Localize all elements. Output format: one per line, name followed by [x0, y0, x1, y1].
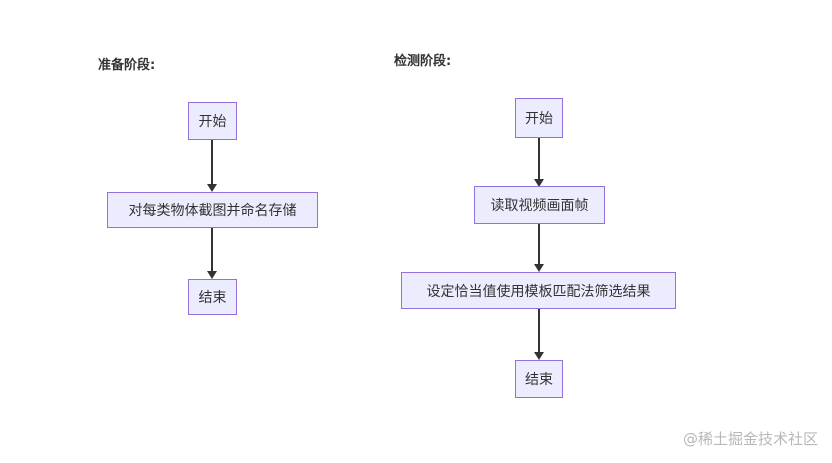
detect-arrowhead-2: [534, 264, 544, 272]
prep-edge-2: [211, 228, 213, 272]
prep-edge-1: [211, 140, 213, 185]
detect-edge-3: [538, 309, 540, 353]
prep-screenshot-node: 对每类物体截图并命名存储: [107, 192, 318, 228]
detect-edge-2: [538, 224, 540, 265]
detect-arrowhead-3: [534, 352, 544, 360]
prep-arrowhead-1: [207, 184, 217, 192]
detect-arrowhead-1: [534, 179, 544, 187]
prep-stage-title: 准备阶段:: [98, 58, 156, 73]
prep-end-node: 结束: [188, 279, 237, 315]
detect-template-match-node: 设定恰当值使用模板匹配法筛选结果: [401, 272, 676, 309]
detect-read-frame-node: 读取视频画面帧: [474, 186, 605, 224]
watermark-text: @稀土掘金技术社区: [682, 430, 818, 448]
detect-end-node: 结束: [515, 360, 563, 398]
detect-stage-title: 检测阶段:: [394, 54, 452, 69]
prep-arrowhead-2: [207, 271, 217, 279]
detect-edge-1: [538, 138, 540, 180]
prep-start-node: 开始: [188, 102, 237, 140]
detect-start-node: 开始: [515, 98, 563, 138]
